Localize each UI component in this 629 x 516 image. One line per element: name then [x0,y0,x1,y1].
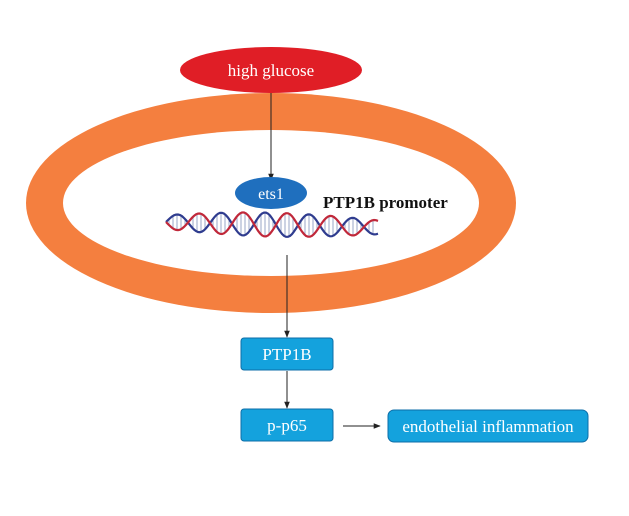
endothelial-inflammation-label: endothelial inflammation [402,417,574,436]
ptp1b-box [240,337,334,371]
high-glucose-ellipse [180,47,362,93]
high-glucose-node: high glucose [180,47,362,93]
pp65-label: p-p65 [267,416,307,435]
endothelial-inflammation-box [387,409,589,443]
ptp1b-promoter-label: PTP1B promoter [323,193,448,212]
ptp1b-label: PTP1B [262,345,311,364]
dna-helix-icon [165,211,379,238]
ptp1b-node: PTP1B [240,337,334,371]
pp65-node: p-p65 [240,408,334,442]
pp65-box [240,408,334,442]
endothelial-inflammation-node: endothelial inflammation [387,409,589,443]
ets1-ellipse [235,177,307,209]
ets1-label: ets1 [258,186,284,203]
ets1-node: ets1 [235,177,307,209]
dna-strand-red [165,211,379,238]
high-glucose-label: high glucose [228,61,314,80]
